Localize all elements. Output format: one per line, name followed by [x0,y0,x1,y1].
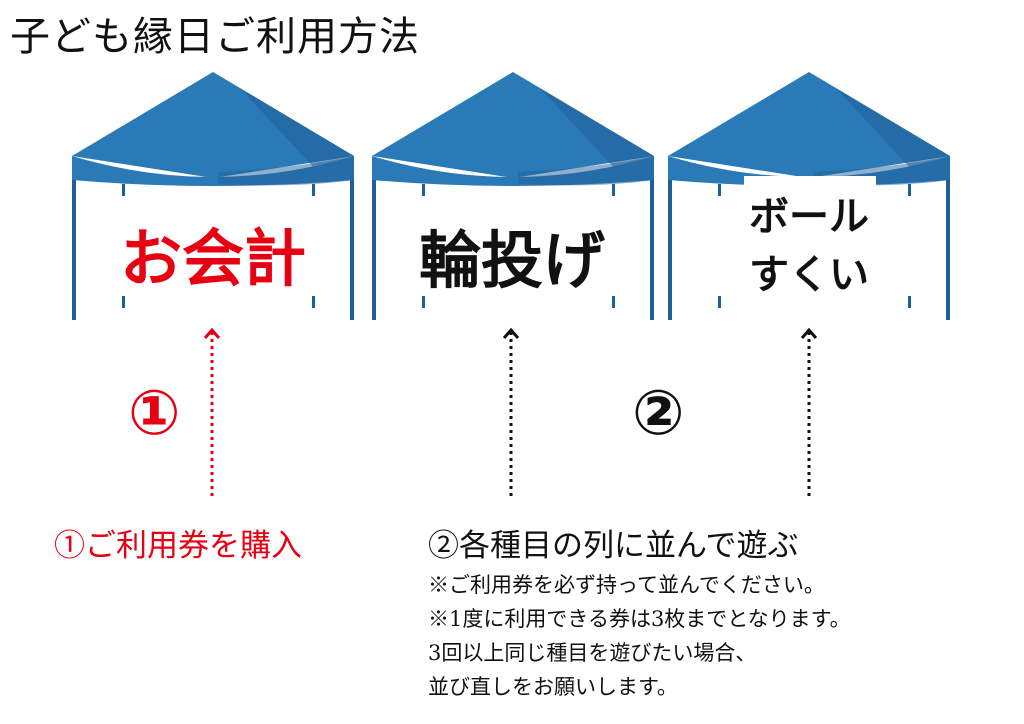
step-two-text: ②各種目の列に並んで遊ぶ [428,528,799,564]
note-line: 並び直しをお願いします。 [428,675,678,699]
arrow-up-icon [800,327,818,498]
step-one-marker: ① [128,376,181,449]
tent-ball-scoop-label-line1: ボール [749,194,869,240]
note-line: ※1度に利用できる券は3枚までとなります。 [428,607,851,631]
note-line: ※ご利用券を必ず持って並んでください。 [428,573,825,597]
note-line: 3回以上同じ種目を遊びたい場合、 [428,641,757,665]
arrow-up-icon-red [203,327,221,498]
tent-ball-scoop: ボール すくい [664,68,954,328]
tent-ring-toss: 輪投げ [368,68,658,328]
step-two-marker: ② [632,376,685,449]
arrow-up-icon [502,327,520,498]
tent-checkout: お会計 [68,68,358,328]
tent-checkout-label: お会計 [119,222,306,295]
notes-list: ※ご利用券を必ず持って並んでください。 ※1度に利用できる券は3枚までとなります… [428,568,851,704]
tent-ball-scoop-label-line2: すくい [749,252,869,298]
tent-ball-scoop-label: ボール すくい [734,188,884,304]
tent-canopy-icon [372,72,654,320]
tent-ring-toss-label: 輪投げ [418,224,605,297]
page-title: 子ども縁日ご利用方法 [10,14,420,60]
step-one-text: ①ご利用券を購入 [54,528,302,564]
tent-canopy-icon [72,72,354,320]
tent-canopy-icon [668,72,950,320]
